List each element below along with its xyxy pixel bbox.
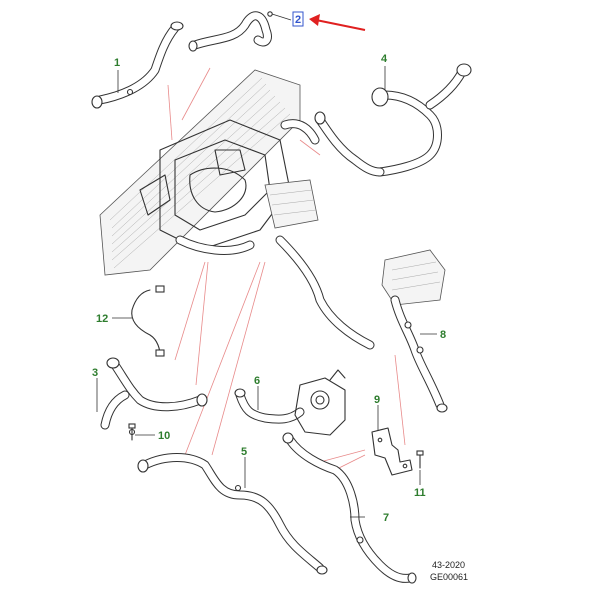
callout-10: 10	[158, 430, 170, 442]
part-9-bracket	[371, 427, 413, 476]
part-12-wire	[131, 285, 165, 357]
reference-code: 43-2020 GE00061	[430, 560, 468, 582]
callout-4: 4	[381, 53, 388, 65]
radiator-assembly	[99, 69, 375, 350]
callout-11: 11	[414, 487, 426, 499]
callout-7: 7	[383, 512, 389, 524]
callout-2: 2	[295, 14, 301, 26]
callout-3: 3	[92, 367, 98, 379]
callout-6: 6	[254, 375, 260, 387]
part-10-bolt	[128, 423, 136, 441]
callout-5: 5	[241, 446, 247, 458]
reference-line-1: 43-2020	[432, 560, 465, 570]
part-7-hose	[282, 432, 417, 584]
part-11-bolt	[416, 450, 424, 469]
callout-2-highlight-box	[292, 11, 304, 27]
part-8-hose	[381, 249, 448, 413]
callout-12: 12	[96, 313, 108, 325]
reference-line-2: GE00061	[430, 572, 468, 582]
assembly-leader-lines	[167, 67, 406, 471]
part-4-hose	[314, 63, 472, 177]
callout-1: 1	[114, 57, 120, 69]
red-pointer-arrow	[309, 14, 366, 31]
part-5-hose	[137, 453, 328, 575]
part-1-hose	[91, 21, 184, 109]
callout-leaders	[96, 13, 437, 518]
callout-9: 9	[374, 394, 380, 406]
part-6-pump	[234, 369, 346, 436]
callout-labels: 1 2 3 4 5 6 7 8 9 10 11 12	[92, 11, 446, 524]
part-2-hose	[188, 11, 273, 52]
part-3-hose	[100, 357, 208, 436]
callout-8: 8	[440, 329, 446, 341]
